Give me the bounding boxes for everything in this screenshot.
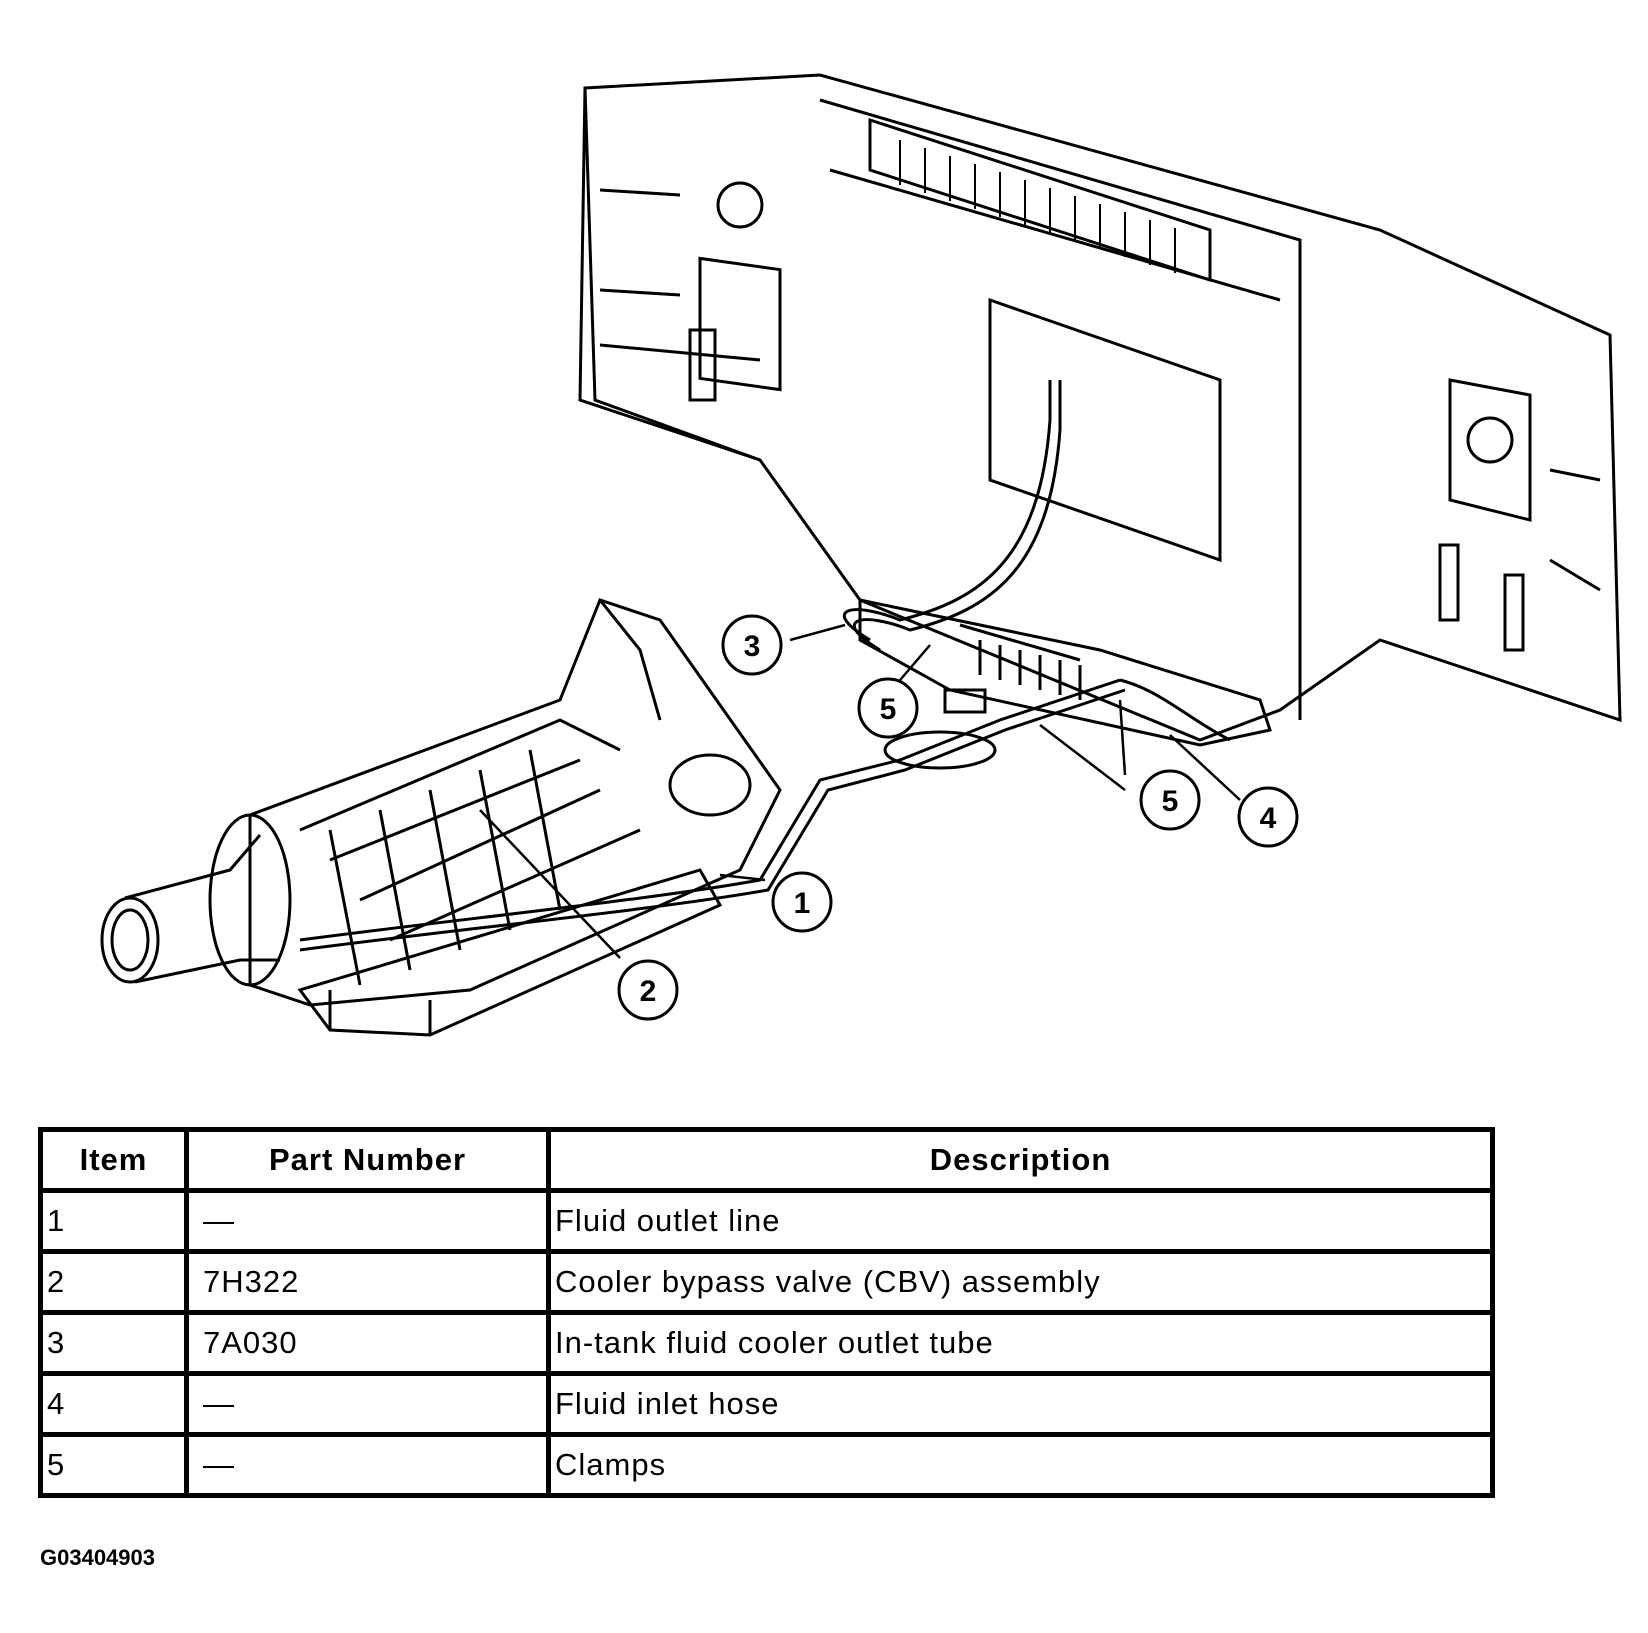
cell-part-number: — — [184, 1432, 551, 1498]
svg-text:5: 5 — [1162, 785, 1179, 818]
cooler-lines — [299, 380, 1231, 952]
callout-3: 3 — [721, 614, 783, 676]
table-row: 2 7H322 Cooler bypass valve (CBV) assemb… — [38, 1249, 1495, 1315]
transmission-assembly — [100, 598, 782, 1037]
cell-item: 3 — [38, 1310, 189, 1376]
svg-text:4: 4 — [1260, 802, 1277, 835]
callout-1: 1 — [771, 871, 833, 933]
parts-table: Item Part Number Description 1 — Fluid o… — [38, 1127, 1495, 1498]
cell-item: 4 — [38, 1371, 189, 1437]
callout-4: 4 — [1237, 786, 1299, 848]
table-row: 5 — Clamps — [38, 1432, 1495, 1498]
radiator-fins — [899, 140, 1176, 273]
svg-text:5: 5 — [880, 693, 897, 726]
figure-id: G03404903 — [40, 1545, 155, 1570]
cell-description: In-tank fluid cooler outlet tube — [546, 1310, 1495, 1376]
callout-5-lower: 5 — [1139, 769, 1201, 831]
cell-item: 5 — [38, 1432, 189, 1498]
cell-item: 1 — [38, 1188, 189, 1254]
cell-part-number: 7A030 — [184, 1310, 551, 1376]
svg-text:1: 1 — [794, 887, 811, 920]
header-description: Description — [546, 1127, 1495, 1193]
cell-part-number: — — [184, 1371, 551, 1437]
callout-5-upper: 5 — [857, 677, 919, 739]
table-row: 1 — Fluid outlet line — [38, 1188, 1495, 1254]
cooler-tank-lower — [858, 598, 1272, 747]
cell-description: Fluid outlet line — [546, 1188, 1495, 1254]
cell-description: Cooler bypass valve (CBV) assembly — [546, 1249, 1495, 1315]
header-part-number: Part Number — [184, 1127, 551, 1193]
radiator-support-frame — [578, 73, 1622, 742]
callout-bubbles: 1 2 3 4 5 5 — [617, 614, 1299, 1021]
svg-text:2: 2 — [640, 975, 657, 1008]
leader-lines — [479, 623, 1241, 959]
cell-item: 2 — [38, 1249, 189, 1315]
header-item: Item — [38, 1127, 189, 1193]
callout-2: 2 — [617, 959, 679, 1021]
transmission-cooler-line-diagram: 1 2 3 4 5 5 — [100, 73, 1622, 1037]
table-row: 3 7A030 In-tank fluid cooler outlet tube — [38, 1310, 1495, 1376]
svg-text:3: 3 — [744, 630, 761, 663]
cell-part-number: 7H322 — [184, 1249, 551, 1315]
table-row: 4 — Fluid inlet hose — [38, 1371, 1495, 1437]
table-header-row: Item Part Number Description — [38, 1127, 1495, 1193]
cell-description: Clamps — [546, 1432, 1495, 1498]
cell-description: Fluid inlet hose — [546, 1371, 1495, 1437]
cell-part-number: — — [184, 1188, 551, 1254]
